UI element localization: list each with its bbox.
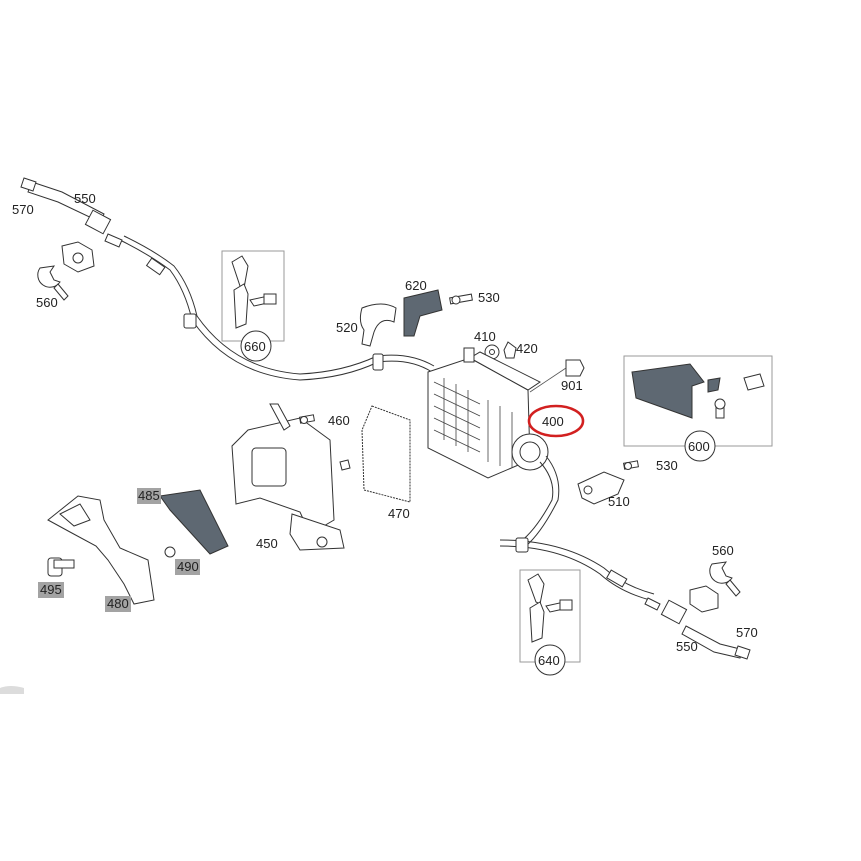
label-600: 600 bbox=[688, 439, 710, 454]
label-550-top: 550 bbox=[74, 191, 96, 206]
callout-640-circle bbox=[534, 644, 566, 676]
label-570-top: 570 bbox=[12, 202, 34, 217]
label-660: 660 bbox=[244, 339, 266, 354]
label-470: 470 bbox=[388, 506, 410, 521]
label-bg-495 bbox=[38, 582, 64, 598]
label-560-bottom: 560 bbox=[712, 543, 734, 558]
plug-901 bbox=[565, 359, 585, 377]
label-490: 490 bbox=[177, 559, 199, 574]
label-450: 450 bbox=[256, 536, 278, 551]
bracket-450-group bbox=[231, 403, 351, 551]
actuator-unit-400 bbox=[427, 347, 560, 547]
label-901: 901 bbox=[561, 378, 583, 393]
parts-520-620-530 bbox=[359, 289, 473, 347]
bracket-480-group bbox=[47, 489, 229, 605]
upper-cable bbox=[20, 177, 435, 381]
edge-artifact bbox=[0, 686, 24, 694]
bracket-600-group bbox=[623, 355, 773, 447]
label-510: 510 bbox=[608, 494, 630, 509]
callout-600-circle bbox=[684, 430, 716, 462]
wrench-icon bbox=[37, 265, 69, 301]
lower-cable bbox=[499, 537, 751, 660]
label-560-top: 560 bbox=[36, 295, 58, 310]
label-bg-480 bbox=[105, 596, 131, 612]
label-495: 495 bbox=[40, 582, 62, 597]
label-530-top: 530 bbox=[478, 290, 500, 305]
callout-660-circle bbox=[240, 330, 272, 362]
label-460: 460 bbox=[328, 413, 350, 428]
label-420: 420 bbox=[516, 341, 538, 356]
highlight-ring bbox=[527, 404, 585, 438]
label-410: 410 bbox=[474, 329, 496, 344]
label-570-bottom: 570 bbox=[736, 625, 758, 640]
label-530-right: 530 bbox=[656, 458, 678, 473]
label-520: 520 bbox=[336, 320, 358, 335]
bracket-660-group bbox=[221, 250, 285, 342]
label-640: 640 bbox=[538, 653, 560, 668]
label-bg-490 bbox=[175, 559, 200, 575]
label-480: 480 bbox=[107, 596, 129, 611]
pad-470 bbox=[361, 405, 411, 503]
label-485: 485 bbox=[138, 488, 160, 503]
label-550-bottom: 550 bbox=[676, 639, 698, 654]
label-620: 620 bbox=[405, 278, 427, 293]
label-bg-485 bbox=[137, 488, 161, 504]
bracket-510-group bbox=[577, 460, 639, 505]
label-400: 400 bbox=[542, 414, 564, 429]
